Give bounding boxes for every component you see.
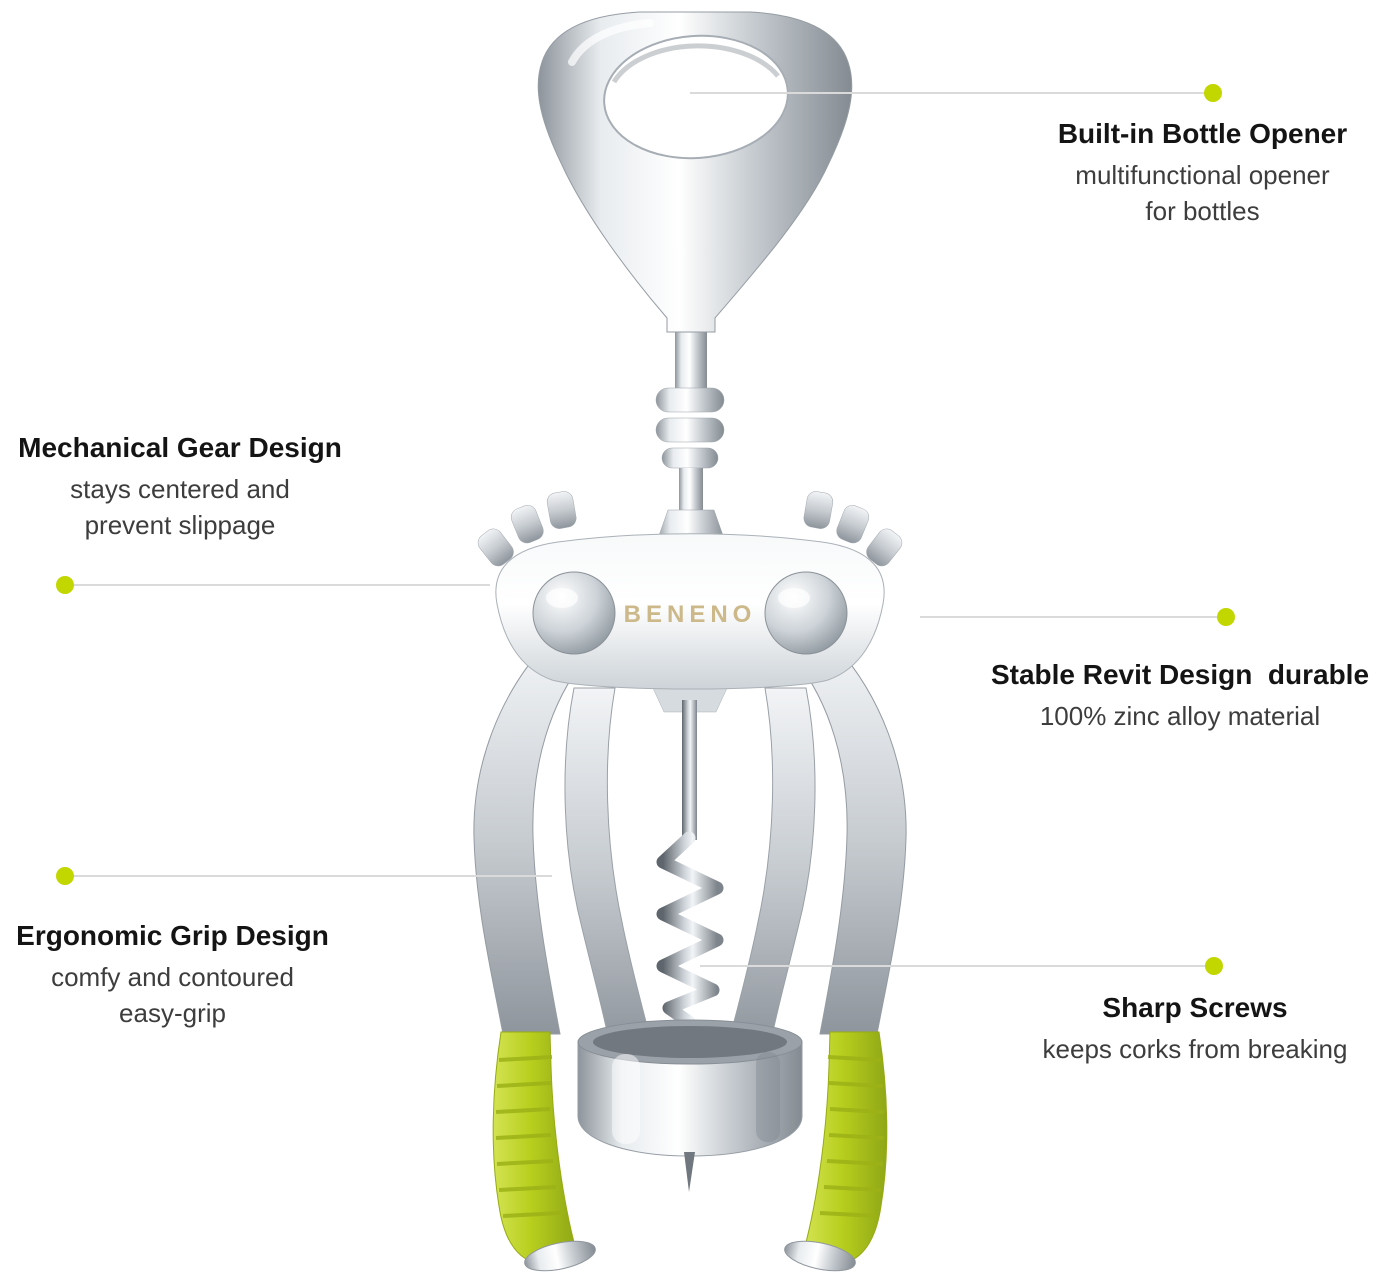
center-shaft bbox=[655, 328, 727, 545]
callout-line-rivet bbox=[920, 616, 1226, 618]
callout-dot-bottle-opener bbox=[1204, 84, 1222, 102]
grip-handles bbox=[492, 1031, 888, 1272]
callout-bottle-opener: Built-in Bottle Opener multifunctional o… bbox=[1005, 116, 1400, 230]
callout-dot-screws bbox=[1205, 957, 1223, 975]
rivet-right bbox=[764, 571, 848, 655]
callout-rivet-sub: 100% zinc alloy material bbox=[1039, 701, 1321, 731]
screw-tip bbox=[684, 1152, 695, 1192]
callout-line-screws bbox=[700, 965, 1214, 967]
wing-levers bbox=[473, 644, 907, 1035]
callout-gear-title: Mechanical Gear Design bbox=[18, 432, 342, 463]
callout-dot-gear bbox=[56, 576, 74, 594]
callout-screws: Sharp Screws keeps corks from breaking bbox=[985, 990, 1400, 1067]
callout-grip: Ergonomic Grip Design comfy and contoure… bbox=[0, 918, 345, 1032]
callout-line-gear bbox=[65, 584, 490, 586]
worm-screw bbox=[656, 700, 724, 1029]
callout-line-grip bbox=[65, 875, 552, 877]
callout-line-bottle-opener bbox=[690, 92, 1213, 94]
callout-rivet: Stable Revit Design durable 100% zinc al… bbox=[960, 657, 1400, 734]
callout-bottle-opener-sub: multifunctional opener for bottles bbox=[1075, 160, 1330, 227]
callout-bottle-opener-title: Built-in Bottle Opener bbox=[1057, 118, 1348, 149]
gear-head: BENENO bbox=[477, 491, 903, 690]
callout-grip-sub: comfy and contoured easy-grip bbox=[51, 962, 294, 1029]
bottle-opener-hole bbox=[603, 34, 789, 160]
callout-dot-rivet bbox=[1217, 608, 1235, 626]
bottle-opener-handle bbox=[537, 11, 853, 333]
callout-screws-sub: keeps corks from breaking bbox=[1042, 1034, 1348, 1064]
bell-collar bbox=[577, 1019, 803, 1192]
callout-gear: Mechanical Gear Design stays centered an… bbox=[0, 430, 360, 544]
callout-grip-title: Ergonomic Grip Design bbox=[16, 920, 329, 951]
callout-gear-sub: stays centered and prevent slippage bbox=[70, 474, 290, 541]
grip-foot-right bbox=[784, 1240, 856, 1272]
rivet-left bbox=[532, 571, 616, 655]
callout-screws-title: Sharp Screws bbox=[1102, 992, 1288, 1023]
gear-teeth bbox=[477, 491, 903, 567]
callout-dot-grip bbox=[56, 867, 74, 885]
grip-foot-left bbox=[524, 1240, 596, 1272]
brand-logo: BENENO bbox=[624, 601, 757, 628]
callout-rivet-title: Stable Revit Design durable bbox=[990, 659, 1370, 690]
